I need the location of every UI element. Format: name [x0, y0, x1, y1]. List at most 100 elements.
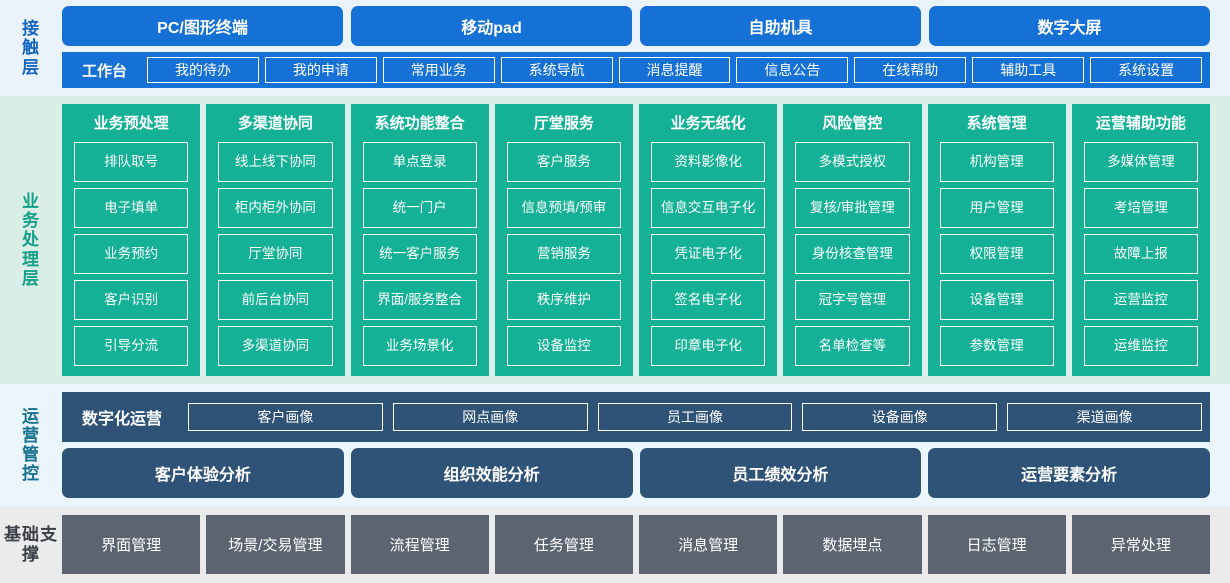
- business-item[interactable]: 业务预约: [74, 234, 189, 274]
- business-item[interactable]: 故障上报: [1083, 234, 1198, 274]
- business-column: 厅堂服务客户服务信息预填/预审营销服务秩序维护设备监控: [494, 104, 633, 376]
- analysis-item[interactable]: 运营要素分析: [928, 448, 1210, 498]
- business-column: 系统功能整合单点登录统一门户统一客户服务界面/服务整合业务场景化: [350, 104, 489, 376]
- business-item[interactable]: 统一客户服务: [362, 234, 477, 274]
- business-item[interactable]: 考培管理: [1083, 188, 1198, 228]
- business-column-title: 系统功能整合: [374, 115, 465, 132]
- layer-base: 基础支撑 界面管理场景/交易管理流程管理任务管理消息管理数据埋点日志管理异常处理: [0, 506, 1230, 583]
- business-item[interactable]: 参数管理: [939, 326, 1054, 366]
- business-item[interactable]: 名单检查等: [795, 326, 910, 366]
- business-item[interactable]: 多渠道协同: [218, 326, 333, 366]
- workbench-item[interactable]: 系统导航: [500, 57, 613, 83]
- business-item[interactable]: 运营监控: [1083, 280, 1198, 320]
- business-item[interactable]: 多模式授权: [795, 142, 910, 182]
- business-item[interactable]: 线上线下协同: [218, 142, 333, 182]
- portrait-item[interactable]: 设备画像: [802, 403, 998, 431]
- business-item[interactable]: 业务场景化: [362, 326, 477, 366]
- base-item[interactable]: 异常处理: [1071, 515, 1210, 574]
- business-item[interactable]: 客户服务: [506, 142, 621, 182]
- layer-base-label: 基础支撑: [0, 515, 62, 574]
- business-item[interactable]: 统一门户: [362, 188, 477, 228]
- business-column: 业务无纸化资料影像化信息交互电子化凭证电子化签名电子化印章电子化: [639, 104, 778, 376]
- portrait-item[interactable]: 网点画像: [392, 403, 588, 431]
- portrait-item[interactable]: 员工画像: [597, 403, 793, 431]
- workbench-item[interactable]: 信息公告: [736, 57, 849, 83]
- business-item[interactable]: 资料影像化: [651, 142, 766, 182]
- business-item[interactable]: 柜内柜外协同: [218, 188, 333, 228]
- business-column-title: 运营辅助功能: [1095, 115, 1186, 132]
- business-item[interactable]: 界面/服务整合: [362, 280, 477, 320]
- business-item[interactable]: 信息交互电子化: [651, 188, 766, 228]
- base-item[interactable]: 界面管理: [62, 515, 201, 574]
- layer-ops-body: 数字化运营 客户画像网点画像员工画像设备画像渠道画像 客户体验分析组织效能分析员…: [62, 392, 1230, 498]
- base-item[interactable]: 流程管理: [350, 515, 489, 574]
- channel-pill[interactable]: 自助机具: [640, 6, 921, 46]
- base-item[interactable]: 场景/交易管理: [206, 515, 345, 574]
- channel-pill[interactable]: PC/图形终端: [62, 6, 343, 46]
- base-item[interactable]: 消息管理: [639, 515, 778, 574]
- layer-contact-label-text: 接触层: [22, 19, 40, 77]
- business-item[interactable]: 身份核查管理: [795, 234, 910, 274]
- business-item[interactable]: 引导分流: [74, 326, 189, 366]
- workbench-item[interactable]: 我的申请: [264, 57, 377, 83]
- business-item[interactable]: 单点登录: [362, 142, 477, 182]
- layer-business-label: 业务处理层: [0, 104, 62, 376]
- business-item[interactable]: 用户管理: [939, 188, 1054, 228]
- business-item[interactable]: 运维监控: [1083, 326, 1198, 366]
- business-item[interactable]: 凭证电子化: [651, 234, 766, 274]
- layer-ops-label: 运营管控: [0, 392, 62, 498]
- analysis-item[interactable]: 客户体验分析: [62, 448, 344, 498]
- business-item[interactable]: 复核/审批管理: [795, 188, 910, 228]
- base-item[interactable]: 任务管理: [494, 515, 633, 574]
- workbench-item[interactable]: 消息提醒: [618, 57, 731, 83]
- business-item[interactable]: 电子填单: [74, 188, 189, 228]
- portrait-item[interactable]: 渠道画像: [1007, 403, 1202, 431]
- business-item[interactable]: 印章电子化: [651, 326, 766, 366]
- base-item[interactable]: 日志管理: [927, 515, 1066, 574]
- business-column-title: 系统管理: [966, 115, 1027, 132]
- business-column-title: 业务无纸化: [670, 115, 746, 132]
- business-item[interactable]: 设备管理: [939, 280, 1054, 320]
- workbench-item[interactable]: 在线帮助: [854, 57, 967, 83]
- business-item[interactable]: 冠字号管理: [795, 280, 910, 320]
- business-item[interactable]: 设备监控: [506, 326, 621, 366]
- layer-ops-label-text: 运营管控: [22, 406, 40, 484]
- channel-pill[interactable]: 数字大屏: [929, 6, 1210, 46]
- business-item[interactable]: 营销服务: [506, 234, 621, 274]
- business-item[interactable]: 客户识别: [74, 280, 189, 320]
- business-item[interactable]: 签名电子化: [651, 280, 766, 320]
- business-column: 业务预处理排队取号电子填单业务预约客户识别引导分流: [62, 104, 201, 376]
- layer-base-label-text: 基础支撑: [4, 524, 58, 564]
- portrait-items: 客户画像网点画像员工画像设备画像渠道画像: [188, 403, 1202, 431]
- workbench-item[interactable]: 系统设置: [1090, 57, 1203, 83]
- layer-business-body: 业务预处理排队取号电子填单业务预约客户识别引导分流多渠道协同 线上线下协同柜内柜外…: [62, 104, 1230, 376]
- business-item[interactable]: 机构管理: [939, 142, 1054, 182]
- business-item[interactable]: 厅堂协同: [218, 234, 333, 274]
- layer-business-label-text: 业务处理层: [22, 192, 40, 288]
- business-item[interactable]: 权限管理: [939, 234, 1054, 274]
- business-item[interactable]: 多媒体管理: [1083, 142, 1198, 182]
- workbench-bar: 工作台 我的待办我的申请常用业务系统导航消息提醒信息公告在线帮助辅助工具系统设置: [62, 52, 1210, 88]
- business-column-title: 业务预处理: [93, 115, 169, 132]
- layer-contact-label: 接触层: [0, 6, 62, 90]
- business-column: 风险管控多模式授权复核/审批管理身份核查管理冠字号管理名单检查等: [783, 104, 922, 376]
- business-item[interactable]: 信息预填/预审: [506, 188, 621, 228]
- base-item[interactable]: 数据埋点: [783, 515, 922, 574]
- business-item[interactable]: 前后台协同: [218, 280, 333, 320]
- layer-base-body: 界面管理场景/交易管理流程管理任务管理消息管理数据埋点日志管理异常处理: [62, 515, 1230, 574]
- layer-business: 业务处理层 业务预处理排队取号电子填单业务预约客户识别引导分流多渠道协同 线上线下…: [0, 96, 1230, 384]
- workbench-item[interactable]: 常用业务: [382, 57, 495, 83]
- business-column: 多渠道协同线上线下协同柜内柜外协同厅堂协同前后台协同多渠道协同: [206, 104, 345, 376]
- portrait-item[interactable]: 客户画像: [188, 403, 383, 431]
- analysis-item[interactable]: 组织效能分析: [350, 448, 633, 498]
- digital-ops-row: 数字化运营 客户画像网点画像员工画像设备画像渠道画像: [62, 392, 1210, 442]
- workbench-item[interactable]: 我的待办: [147, 57, 259, 83]
- analysis-item[interactable]: 员工绩效分析: [639, 448, 922, 498]
- workbench-item[interactable]: 辅助工具: [972, 57, 1085, 83]
- business-item[interactable]: 排队取号: [74, 142, 189, 182]
- business-column-title: 风险管控: [822, 115, 883, 132]
- channel-pill[interactable]: 移动pad: [351, 6, 632, 46]
- business-item[interactable]: 秩序维护: [506, 280, 621, 320]
